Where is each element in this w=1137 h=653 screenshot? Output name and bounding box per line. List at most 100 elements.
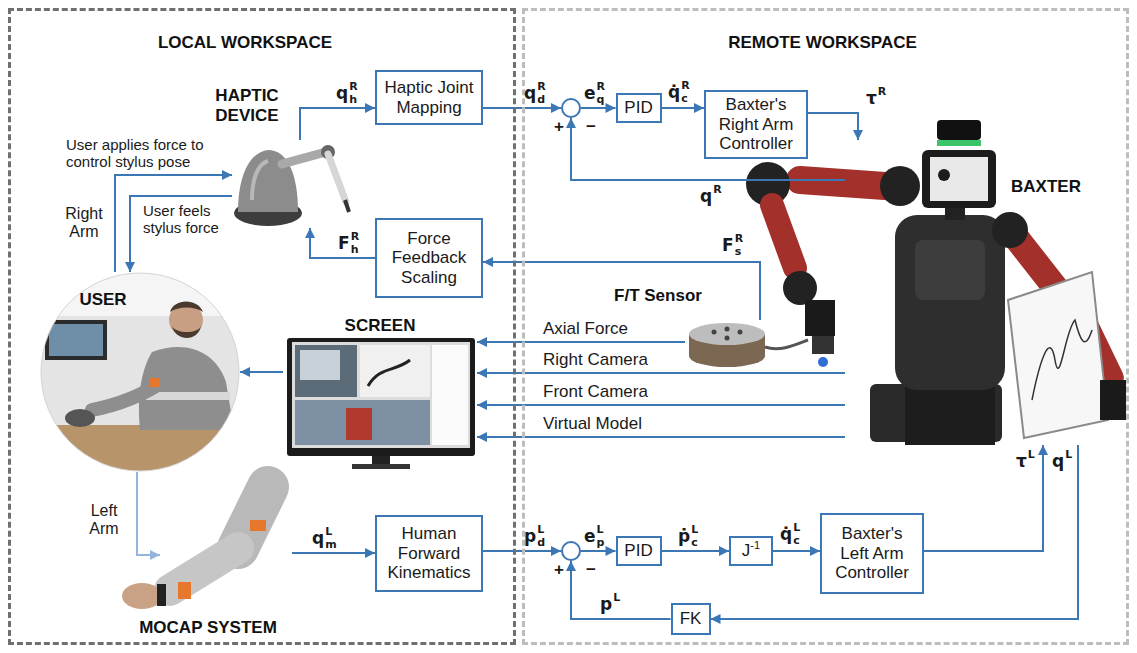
superscript: L	[793, 522, 800, 533]
photo-haptic	[65, 409, 95, 427]
region-heading: REMOTE WORKSPACE	[700, 33, 945, 53]
signal-arrow	[137, 472, 160, 555]
screen: SCREEN	[283, 318, 477, 470]
subscript: d	[537, 94, 545, 105]
camera-lens	[818, 357, 828, 367]
annotation: User feels stylus force	[143, 202, 235, 237]
drawn-stroke	[368, 360, 410, 386]
superscript: L	[691, 524, 698, 535]
symbol-scripts: sR	[735, 233, 743, 257]
symbol-base: q̇	[780, 526, 792, 543]
monitor-frame	[287, 338, 475, 456]
photo-desk	[40, 425, 240, 475]
symbol-scripts: qR	[597, 81, 605, 105]
symbol-scripts: L	[1065, 449, 1072, 473]
superscript: R	[713, 184, 721, 195]
process-box: Force Feedback Scaling	[375, 218, 483, 298]
symbol-base: p	[600, 596, 612, 613]
imu-sensor	[250, 520, 266, 531]
camera-image	[300, 350, 340, 380]
part-label: BAXTER	[1000, 177, 1092, 197]
subscript: c	[681, 93, 689, 104]
hand	[122, 583, 162, 609]
robot-head	[922, 150, 996, 208]
superscript: R	[351, 231, 359, 242]
signal-label: Right Camera	[543, 350, 648, 370]
monitor-foot	[352, 464, 410, 469]
signal-symbol: q̇cR	[668, 80, 690, 104]
region-heading: LOCAL WORKSPACE	[125, 33, 365, 53]
signal-symbol: FsR	[722, 233, 743, 257]
symbol-base: q	[700, 188, 712, 205]
subscript: d	[537, 537, 545, 548]
signal-symbol: qdR	[524, 81, 546, 105]
user-photo	[40, 272, 240, 475]
signal-symbol: qmL	[312, 526, 337, 550]
subscript: m	[325, 539, 336, 550]
subscript: h	[349, 94, 357, 105]
subscript: c	[691, 537, 698, 548]
signal-arrow	[662, 107, 705, 109]
haptic-device: HAPTIC DEVICE	[232, 140, 352, 228]
signal-label: Virtual Model	[543, 414, 642, 434]
box-label: Baxter's Right Arm Controller	[710, 95, 802, 154]
signal-arrow	[581, 550, 616, 552]
annotation: User applies force to control stylus pos…	[66, 136, 236, 171]
circle-border	[41, 273, 239, 471]
box-label: Human Forward Kinematics	[381, 524, 477, 583]
box-label: Force Feedback Scaling	[381, 229, 477, 288]
symbol-scripts: cL	[691, 524, 698, 548]
controller-box: Baxter's Right Arm Controller	[704, 90, 808, 159]
symbol-scripts: cL	[793, 522, 800, 546]
mocap-system: MOCAP SYSTEM	[160, 478, 292, 612]
model-view	[295, 400, 430, 445]
superscript: -1	[750, 539, 760, 551]
model-robot	[346, 408, 372, 440]
part-label: SCREEN	[283, 316, 477, 336]
signal-arrow	[662, 550, 730, 552]
junction-outline	[561, 98, 581, 118]
robot-camera	[937, 120, 981, 140]
superscript: L	[1065, 449, 1072, 460]
right-shoulder	[880, 166, 920, 206]
box-label: PID	[622, 541, 656, 561]
summing-junction: +−	[561, 98, 581, 118]
hand-camera	[812, 336, 834, 354]
baxter-illustration	[746, 120, 1126, 445]
box-label: J-1	[735, 541, 767, 561]
symbol-scripts: L	[1028, 449, 1035, 473]
device-stylus	[328, 154, 346, 202]
signal-symbol: q̇cL	[780, 522, 800, 546]
superscript: R	[597, 81, 605, 92]
signal-arrow	[477, 341, 685, 343]
superscript: L	[537, 524, 545, 535]
sign-label: −	[583, 117, 599, 137]
robot-torso	[895, 215, 1005, 390]
wrist-band	[157, 584, 166, 606]
robot-display	[930, 157, 988, 201]
signal-arrow	[773, 550, 820, 552]
photo-monitor-screen	[49, 324, 103, 356]
signal-symbol: qR	[700, 184, 722, 208]
signal-symbol: qL	[1052, 449, 1072, 473]
subscript: c	[793, 535, 800, 546]
right-wrist	[783, 271, 817, 305]
sensor-hole	[738, 330, 743, 335]
superscript: R	[878, 86, 886, 97]
symbol-base: F	[338, 235, 350, 252]
superscript: R	[681, 80, 689, 91]
robot-chest	[915, 240, 985, 300]
superscript: L	[325, 526, 336, 537]
signal-arrow	[477, 404, 845, 406]
mocap-arm-illustration	[122, 487, 268, 609]
monitor-stand	[372, 456, 390, 465]
signal-symbol: qhR	[336, 81, 358, 105]
subscript: s	[735, 246, 743, 257]
stylus-tip	[345, 200, 349, 212]
symbol-base: q	[336, 85, 348, 102]
signal-arrow	[711, 445, 1079, 619]
circle-outline	[40, 272, 240, 472]
signal-symbol: ṗcL	[678, 524, 698, 548]
